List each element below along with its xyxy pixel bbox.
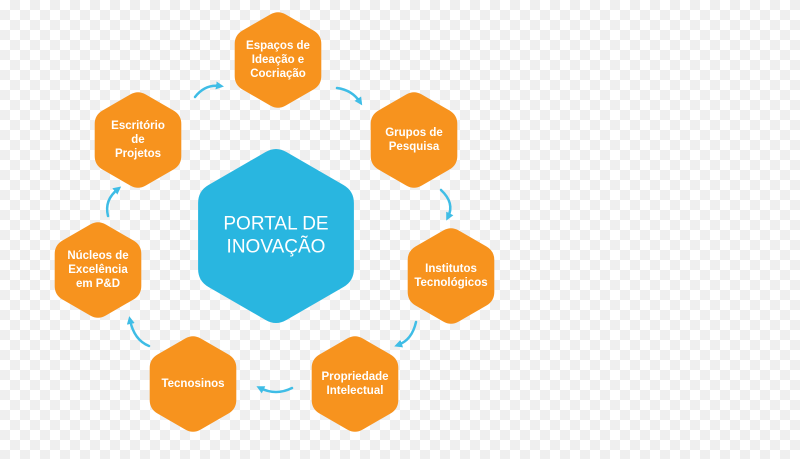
node-hexagon (407, 228, 495, 324)
node-hexagon (54, 222, 142, 318)
node-label-line: Grupos de (385, 127, 443, 139)
node-label-line: Tecnológicos (414, 277, 487, 289)
node-label-line: Propriedade (321, 371, 388, 383)
node-tecnosinos: Tecnosinos (149, 336, 237, 432)
node-label-line: Núcleos de (67, 250, 128, 262)
node-hexagon (311, 336, 399, 432)
arrow-tecnosinos-to-nucleos (126, 316, 151, 348)
center-label-line: INOVAÇÃO (227, 236, 326, 258)
node-hexagon (94, 92, 182, 188)
center-label-line: PORTAL DE (223, 214, 328, 235)
node-label-line: Espaços de (246, 40, 310, 52)
node-label-line: Pesquisa (389, 141, 440, 153)
node-grupos: Grupos de Pesquisa (370, 92, 458, 188)
node-nucleos: Núcleos de Excelência em P&D (54, 222, 142, 318)
arrow-propriedade-to-tecnosinos (256, 386, 294, 394)
node-espacos: Espaços de Ideação e Cocriação (234, 12, 322, 108)
node-label-line: em P&D (76, 278, 120, 290)
arrow-escritorio-to-espacos (193, 81, 224, 99)
node-label-line: Intelectual (327, 385, 384, 397)
node-hexagon (149, 336, 237, 432)
arrow-grupos-to-institutos (439, 188, 454, 221)
node-label-line: Projetos (115, 148, 161, 160)
arrow-institutos-to-propriedade (394, 320, 418, 348)
node-label-line: de (131, 134, 144, 146)
node-hexagon (234, 12, 322, 108)
node-label-line: Cocriação (250, 68, 306, 80)
node-label-line: Ideação e (252, 54, 304, 66)
node-label-line: Escritório (111, 120, 165, 132)
node-label-line: Excelência (68, 264, 128, 276)
node-label-line: Tecnosinos (161, 378, 224, 390)
node-hexagon (370, 92, 458, 188)
arrow-espacos-to-grupos (335, 86, 363, 106)
node-label-line: Institutos (425, 263, 477, 275)
center-hexagon (198, 149, 354, 323)
arrow-nucleos-to-escritorio (105, 186, 122, 218)
